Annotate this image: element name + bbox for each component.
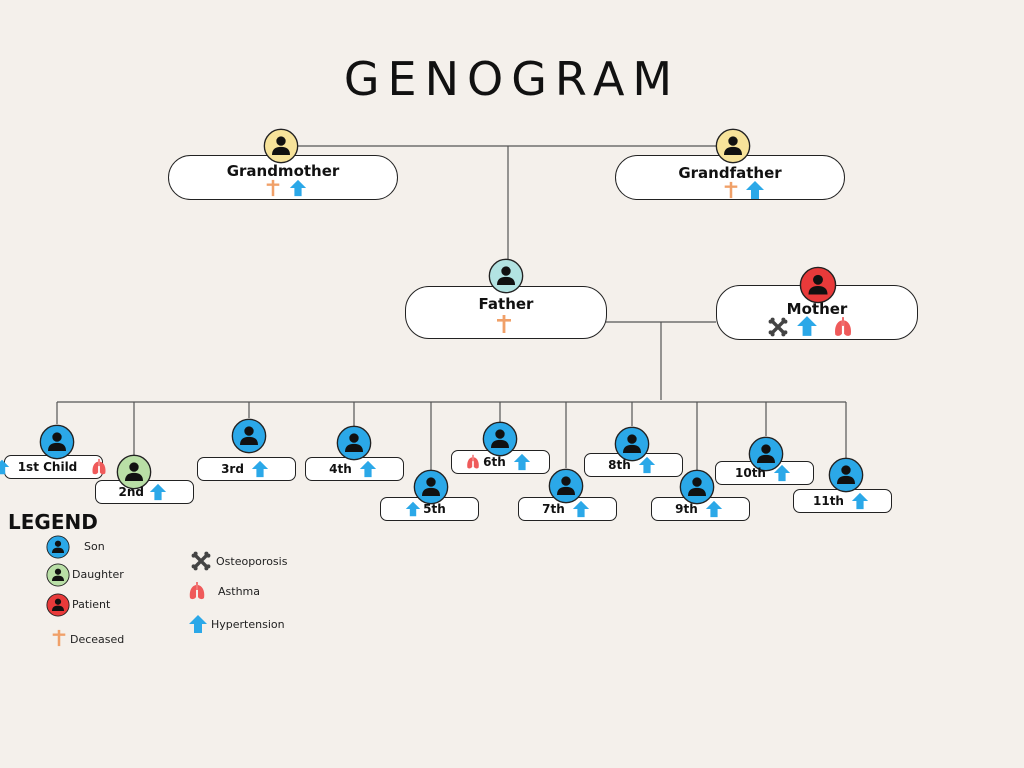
person-name: 6th — [483, 455, 506, 469]
child-box — [197, 457, 296, 481]
hypertension-icon — [251, 460, 269, 482]
hypertension-icon — [289, 179, 307, 201]
child-person-icon — [828, 457, 864, 497]
person-name: 5th — [423, 502, 446, 516]
person-name: Father — [478, 295, 534, 313]
person-name: 7th — [542, 502, 565, 516]
hypertension-icon — [405, 501, 421, 521]
asthma-icon — [90, 458, 108, 480]
hypertension-icon — [0, 459, 10, 479]
mother-person-icon — [799, 266, 837, 308]
person-name: 10th — [735, 466, 766, 480]
person-name: Grandfather — [678, 164, 782, 182]
child-person-icon — [413, 469, 449, 509]
osteoporosis-icon — [768, 317, 788, 341]
hypertension-icon — [572, 500, 590, 522]
legend-osteoporosis-label: Osteoporosis — [216, 555, 288, 568]
legend-daughter-icon — [46, 563, 70, 591]
child-person-icon — [614, 426, 650, 466]
hypertension-icon — [149, 483, 167, 505]
hypertension-icon — [705, 500, 723, 522]
legend-hypertension-label: Hypertension — [211, 618, 285, 631]
person-name: 3rd — [221, 462, 244, 476]
child-box — [793, 489, 892, 513]
grandmother-person-icon — [263, 128, 299, 168]
legend-daughter-label: Daughter — [72, 568, 124, 581]
hypertension-icon — [773, 464, 791, 486]
person-name: 2nd — [118, 485, 144, 499]
hypertension-icon — [359, 460, 377, 482]
legend-patient-label: Patient — [72, 598, 111, 611]
person-name: 1st Child — [17, 460, 78, 474]
person-name: Mother — [786, 300, 848, 318]
child-person-icon — [116, 454, 152, 494]
legend-hypertension-icon — [188, 614, 208, 638]
hypertension-icon — [513, 453, 531, 475]
deceased-icon — [494, 314, 514, 338]
person-name: 9th — [675, 502, 698, 516]
child-person-icon — [336, 425, 372, 465]
person-name: 4th — [329, 462, 352, 476]
hypertension-icon — [851, 492, 869, 514]
person-name: 11th — [813, 494, 844, 508]
asthma-icon — [832, 316, 854, 342]
hypertension-icon — [745, 180, 765, 204]
hypertension-icon — [638, 456, 656, 478]
legend-asthma-label: Asthma — [218, 585, 260, 598]
legend-deceased-label: Deceased — [70, 633, 125, 646]
person-name: Grandmother — [226, 162, 340, 180]
child-person-icon — [39, 424, 75, 464]
legend-osteoporosis-icon — [191, 551, 211, 575]
grandfather-person-icon — [715, 128, 751, 168]
asthma-icon — [465, 454, 481, 474]
legend-title: LEGEND — [8, 510, 98, 534]
legend-son-label: Son — [84, 540, 105, 553]
hypertension-icon — [796, 315, 818, 341]
child-person-icon — [482, 421, 518, 461]
legend-patient-icon — [46, 593, 70, 621]
child-person-icon — [231, 418, 267, 458]
legend-asthma-icon — [187, 581, 207, 605]
child-person-icon — [748, 436, 784, 476]
legend-son-icon — [46, 535, 70, 563]
child-person-icon — [679, 469, 715, 509]
person-name: 8th — [608, 458, 631, 472]
legend-deceased-icon — [50, 629, 68, 651]
father-person-icon — [488, 258, 524, 298]
child-box — [4, 455, 103, 479]
genogram-title: GENOGRAM — [343, 52, 681, 106]
child-person-icon — [548, 468, 584, 508]
deceased-icon — [722, 181, 740, 203]
deceased-icon — [264, 179, 282, 201]
